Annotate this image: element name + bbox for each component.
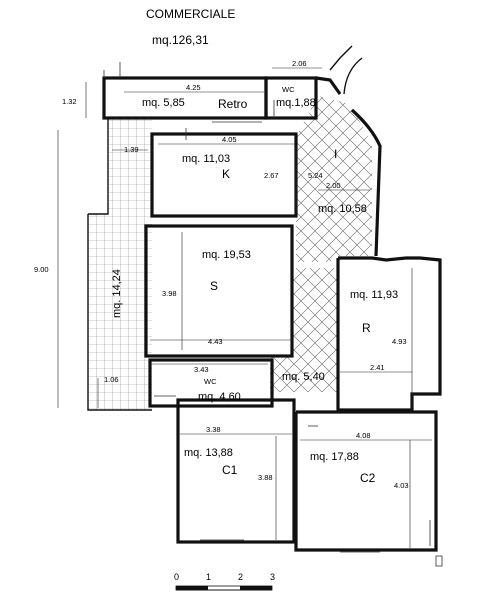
wall-details (103, 62, 443, 567)
dim-k-width: 4.05 (222, 135, 237, 144)
balcony-tiles-lower (88, 214, 152, 410)
c2-area: mq. 17,88 (310, 451, 359, 463)
r-area: mq. 11,93 (350, 289, 398, 301)
retro-area: mq. 5,85 (142, 97, 185, 109)
dim-wc-bottom-width: 3.43 (194, 365, 209, 374)
wc-top-name: WC (282, 85, 295, 94)
dim-c2-depth: 4.03 (394, 481, 409, 490)
wc-bottom-area: mq. 4,60 (198, 391, 241, 403)
entrance-door-arc (329, 45, 353, 71)
k-area: mq. 11,03 (182, 153, 230, 165)
scale-label-2: 2 (238, 572, 243, 582)
dim-wc-width: 2.06 (292, 59, 307, 68)
scale-bar: 0 1 2 3 (174, 572, 275, 591)
c1-area: mq. 13,88 (184, 447, 233, 459)
balcony-upper-wall (88, 118, 109, 215)
dimension-lines (57, 67, 432, 548)
landing-area: mq. 5,40 (282, 371, 325, 383)
entrance-wall (315, 76, 342, 95)
dim-balcony-bottom: 1.06 (104, 375, 119, 384)
wc-bottom-name: WC (204, 377, 217, 386)
dim-s-width: 4.43 (208, 337, 223, 346)
i-name: I (334, 147, 337, 161)
c1-name: C1 (222, 463, 238, 477)
dim-i-width: 2.00 (326, 181, 341, 190)
r-name: R (362, 321, 371, 335)
c2-name: C2 (360, 471, 376, 485)
scale-label-3: 3 (270, 572, 275, 582)
dim-i-depth: 5.24 (308, 171, 323, 180)
hall-crosshatch (296, 96, 372, 262)
wc-top-area: mq.1,88 (276, 97, 316, 109)
s-area: mq. 19,53 (202, 249, 251, 261)
c2-room-wall (294, 410, 438, 552)
balcony-area: mq. 14,24 (111, 269, 123, 318)
wc-top-room-wall (264, 76, 318, 120)
walls (87, 45, 442, 552)
plan-total-area: mq.126,31 (152, 33, 209, 47)
dim-c2-width: 4.08 (356, 431, 371, 440)
r-room-wall (336, 256, 442, 412)
plan-title: COMMERCIALE (146, 7, 235, 21)
dim-r-width: 2.41 (370, 363, 385, 372)
dim-c1-depth: 3.88 (258, 473, 273, 482)
wc-bottom-room-wall (148, 358, 274, 408)
balcony-outer-wall (87, 214, 152, 411)
dim-k-depth: 2.67 (264, 171, 279, 180)
entrance-door-swing (343, 57, 363, 95)
c1-room-wall (176, 398, 296, 544)
dim-r-depth: 4.93 (392, 337, 407, 346)
dim-overall-depth: 9.00 (34, 265, 49, 274)
dim-s-depth: 3.98 (162, 289, 177, 298)
dim-retro-width: 4.25 (186, 83, 201, 92)
living-room-wall (144, 224, 294, 358)
retro-name: Retro (218, 97, 248, 111)
balcony-tiles-upper (108, 118, 152, 218)
scale-label-1: 1 (206, 572, 211, 582)
dim-c1-width: 3.38 (206, 425, 221, 434)
s-name: S (210, 279, 218, 293)
hall-curve-wall (350, 108, 382, 257)
dim-retro-depth: 1.32 (62, 97, 77, 106)
i-area: mq. 10,58 (318, 203, 367, 215)
dim-balcony-top: 1.39 (124, 145, 139, 154)
scale-label-0: 0 (174, 572, 179, 582)
landing-crosshatch (270, 268, 338, 392)
k-name: K (222, 167, 230, 181)
